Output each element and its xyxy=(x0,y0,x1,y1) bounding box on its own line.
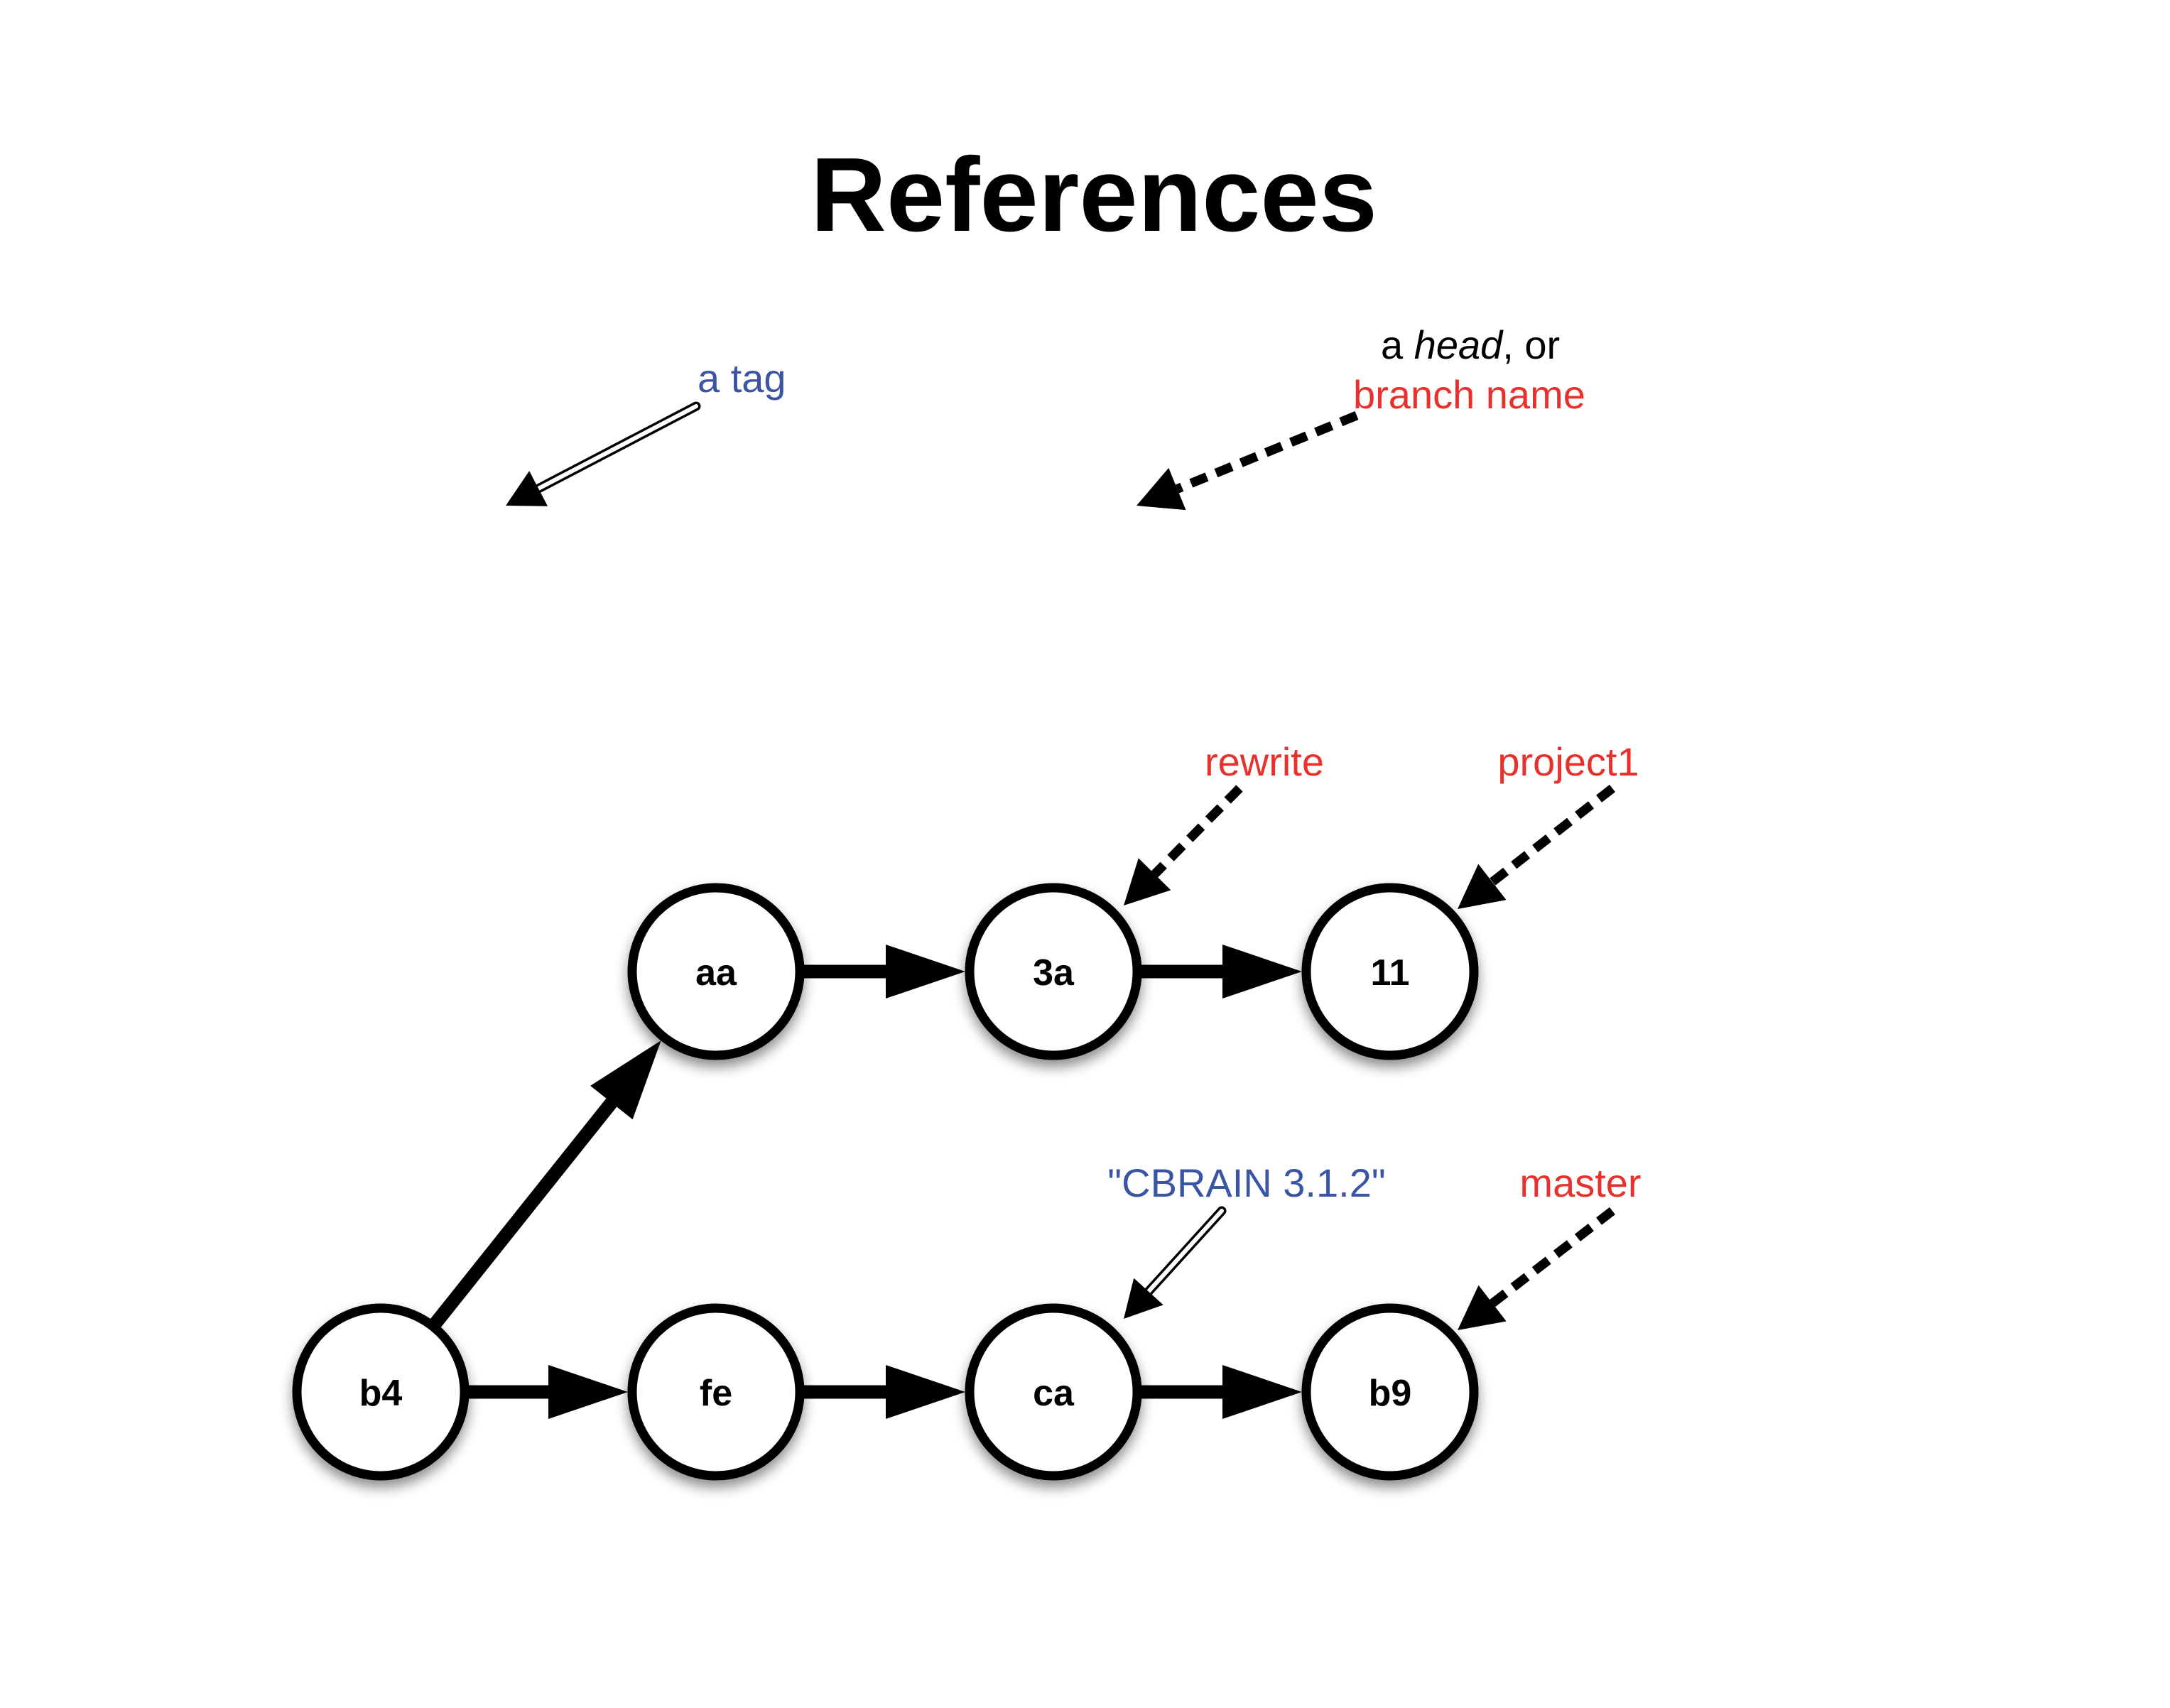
legend-head-suffix: , or xyxy=(1502,322,1560,367)
legend-tag-arrow xyxy=(506,401,701,506)
ref-rewrite: rewrite xyxy=(1124,739,1324,905)
commit-circle-3a xyxy=(965,883,1142,1060)
edge-aa-3a xyxy=(803,945,965,999)
ref-label-project1: project1 xyxy=(1497,739,1639,784)
commit-circle-ca xyxy=(965,1303,1142,1481)
commit-node-aa: aa xyxy=(627,883,805,1060)
commit-circle-aa xyxy=(627,883,805,1060)
ref-pointer-rewrite-shaft xyxy=(1151,785,1243,878)
ref-pointer-master-head xyxy=(1458,1285,1507,1330)
commit-circle-11 xyxy=(1301,883,1479,1060)
commit-edges xyxy=(429,945,1302,1419)
edge-b4-aa xyxy=(429,1040,661,1329)
commit-circle-fe xyxy=(627,1303,805,1481)
edge-b4-aa-head xyxy=(590,1040,661,1120)
legend-head-word: head xyxy=(1414,322,1504,367)
commit-node-b4: b4 xyxy=(292,1303,470,1481)
legend-branch-pointer-shaft xyxy=(1175,410,1359,494)
edge-fe-ca-head xyxy=(886,1365,965,1419)
ref-pointer-master-shaft xyxy=(1490,1207,1615,1307)
page-title: References xyxy=(810,136,1377,254)
ref-cbrain-3-1-2: "CBRAIN 3.1.2" xyxy=(1107,1160,1386,1319)
commit-nodes: b4 aa 3a 11 fe ca b9 xyxy=(292,883,1479,1481)
commit-label-b4: b4 xyxy=(359,1373,403,1414)
edge-3a-11 xyxy=(1140,945,1302,999)
legend-branch-arrow xyxy=(1136,410,1359,511)
commit-label-ca: ca xyxy=(1033,1373,1075,1414)
commit-circle-b9 xyxy=(1301,1303,1479,1481)
legend-branch-pointer-head xyxy=(1136,467,1186,511)
ref-label-master: master xyxy=(1519,1160,1641,1205)
commit-label-3a: 3a xyxy=(1033,952,1075,994)
ref-project1: project1 xyxy=(1458,739,1639,909)
ref-pointer-cbrain-3-1-2-head xyxy=(1124,1278,1163,1319)
legend-head-line: a head, or xyxy=(1381,322,1560,367)
commit-label-fe: fe xyxy=(700,1373,732,1414)
commit-circle-b4 xyxy=(292,1303,470,1481)
commit-node-11: 11 xyxy=(1301,883,1479,1060)
commit-label-11: 11 xyxy=(1371,952,1410,994)
ref-master: master xyxy=(1458,1160,1642,1330)
ref-pointer-cbrain-3-1-2-shaft-inner xyxy=(1146,1209,1224,1294)
commit-node-ca: ca xyxy=(965,1303,1142,1481)
edge-b4-aa-shaft xyxy=(429,1096,619,1329)
ref-pointer-project1-head xyxy=(1458,864,1507,909)
reference-pointers: rewrite project1 "CBRAIN 3.1.2" master xyxy=(1107,739,1642,1330)
legend-tag-pointer-head xyxy=(506,471,548,506)
commit-label-aa: aa xyxy=(695,952,737,994)
legend-tag-pointer-shaft-inner xyxy=(536,404,698,491)
commit-label-b9: b9 xyxy=(1369,1373,1412,1414)
commit-node-fe: fe xyxy=(627,1303,805,1481)
legend-branch: a head, or branch name xyxy=(1136,322,1585,511)
legend-head-prefix: a xyxy=(1381,322,1414,367)
edge-ca-b9 xyxy=(1140,1365,1302,1419)
edge-fe-ca xyxy=(803,1365,965,1419)
legend-tag: a tag xyxy=(506,356,786,506)
edge-b4-fe xyxy=(467,1365,628,1419)
ref-label-cbrain-3-1-2: "CBRAIN 3.1.2" xyxy=(1107,1160,1385,1205)
edge-aa-3a-head xyxy=(886,945,965,999)
ref-label-rewrite: rewrite xyxy=(1205,739,1324,784)
edge-ca-b9-head xyxy=(1222,1365,1302,1419)
legend-branch-label: branch name xyxy=(1353,372,1585,417)
ref-pointer-rewrite-head xyxy=(1124,858,1171,905)
commit-node-b9: b9 xyxy=(1301,1303,1479,1481)
edge-b4-fe-head xyxy=(548,1365,628,1419)
commit-node-3a: 3a xyxy=(965,883,1142,1060)
ref-pointer-project1-shaft xyxy=(1489,784,1615,886)
legend-tag-label: a tag xyxy=(698,356,786,401)
edge-3a-11-head xyxy=(1222,945,1302,999)
